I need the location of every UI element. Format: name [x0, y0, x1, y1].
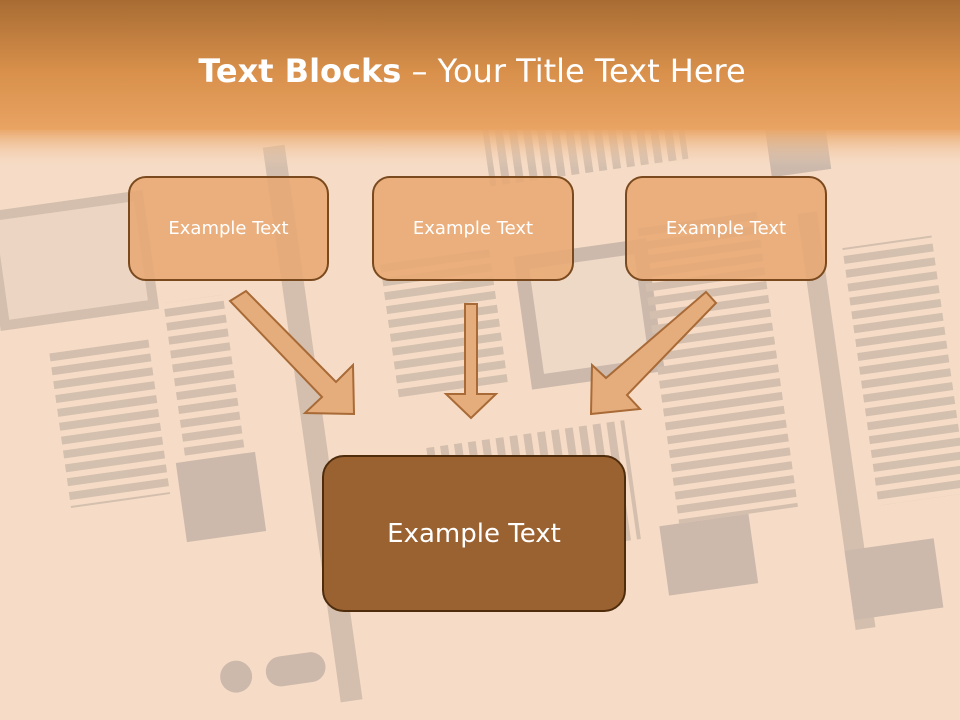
- text-block-3-label: Example Text: [665, 218, 787, 239]
- title-rest: – Your Title Text Here: [401, 52, 746, 90]
- text-block-1-label: Example Text: [168, 218, 289, 239]
- arrow-left: [228, 289, 356, 416]
- center-text-block-label: Example Text: [387, 518, 561, 549]
- title-bold: Text Blocks: [198, 52, 402, 90]
- text-block-3: Example Text: [625, 176, 827, 281]
- text-block-2-label: Example Text: [412, 218, 534, 239]
- slide-title: Text Blocks – Your Title Text Here: [0, 52, 944, 90]
- text-block-2: Example Text: [372, 176, 574, 281]
- arrow-center: [443, 303, 499, 420]
- text-block-1: Example Text: [128, 176, 329, 281]
- center-text-block: Example Text: [322, 455, 626, 612]
- arrow-right: [589, 290, 718, 416]
